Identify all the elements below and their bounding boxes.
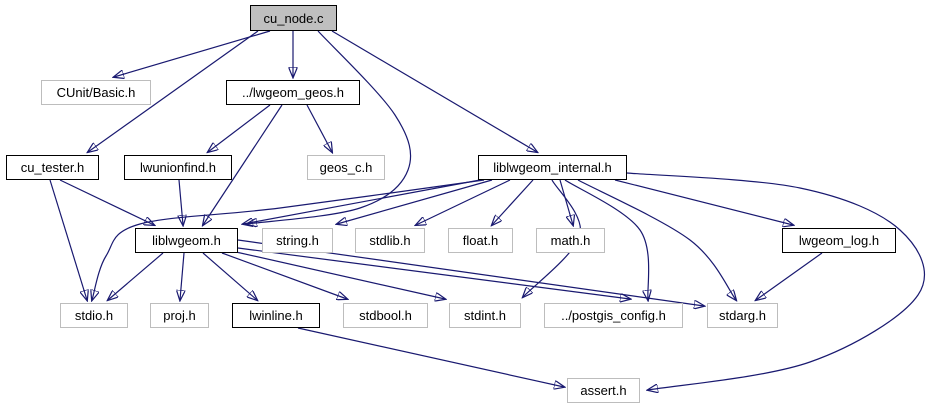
edge-liblwgeom_h-to-stdio_h — [108, 252, 164, 300]
node-stdio_h: stdio.h — [60, 303, 128, 328]
edge-cu_node_c-to-liblwgeom_internal_h — [331, 30, 537, 152]
edge-liblwgeom_internal_h-to-stdarg_h — [577, 179, 736, 300]
edge-cu_tester_h-to-stdio_h — [49, 179, 87, 300]
node-math_h: math.h — [536, 228, 605, 253]
edge-liblwgeom_h-to-proj_h — [180, 252, 184, 300]
node-stdbool_h: stdbool.h — [343, 303, 428, 328]
node-proj_h: proj.h — [150, 303, 209, 328]
edge-lwinline_h-to-assert_h — [297, 327, 564, 387]
node-string_h: string.h — [262, 228, 333, 253]
node-lwunionfind_h[interactable]: lwunionfind.h — [124, 155, 232, 180]
node-lwgeom_geos_h[interactable]: ../lwgeom_geos.h — [226, 80, 360, 105]
edge-liblwgeom_internal_h-to-string_h — [337, 179, 493, 224]
edge-liblwgeom_internal_h-to-postgis_config_h — [564, 179, 649, 300]
edge-liblwgeom_internal_h-to-stdlib_h — [416, 179, 511, 225]
node-stdarg_h: stdarg.h — [707, 303, 778, 328]
edge-cu_node_c-to-cunit_basic_h — [114, 30, 271, 77]
node-geos_c_h: geos_c.h — [307, 155, 385, 180]
node-cu_tester_h[interactable]: cu_tester.h — [6, 155, 99, 180]
edge-liblwgeom_h-to-stdbool_h — [221, 252, 347, 299]
edge-liblwgeom_internal_h-to-liblwgeom_h — [243, 179, 481, 224]
edge-lwgeom_log_h-to-stdarg_h — [756, 252, 823, 300]
edge-liblwgeom_internal_h-to-assert_h — [626, 172, 926, 390]
edge-liblwgeom_internal_h-to-stdio_h — [92, 179, 485, 300]
edge-liblwgeom_h-to-stdint_h — [235, 251, 445, 299]
edge-liblwgeom_internal_h-to-float_h — [492, 179, 534, 225]
node-cu_node_c[interactable]: cu_node.c — [250, 5, 337, 31]
node-stdlib_h: stdlib.h — [355, 228, 425, 253]
node-assert_h: assert.h — [567, 378, 640, 403]
node-float_h: float.h — [448, 228, 513, 253]
edge-cu_tester_h-to-liblwgeom_h — [59, 179, 154, 225]
edge-cu_node_c-to-liblwgeom_h — [247, 30, 412, 224]
edge-liblwgeom_internal_h-to-lwgeom_log_h — [614, 179, 793, 225]
node-stdint_h: stdint.h — [449, 303, 521, 328]
node-liblwgeom_internal_h[interactable]: liblwgeom_internal.h — [478, 155, 627, 180]
edge-lwgeom_geos_h-to-liblwgeom_h — [203, 104, 283, 225]
edge-lwgeom_geos_h-to-lwunionfind_h — [208, 104, 271, 152]
node-cunit_basic_h: CUnit/Basic.h — [41, 80, 151, 105]
edge-lwgeom_geos_h-to-geos_c_h — [306, 104, 332, 152]
node-lwgeom_log_h[interactable]: lwgeom_log.h — [782, 228, 896, 253]
edge-cu_node_c-to-cu_tester_h — [88, 30, 259, 152]
node-liblwgeom_h[interactable]: liblwgeom.h — [135, 228, 238, 253]
node-lwinline_h[interactable]: lwinline.h — [232, 303, 320, 328]
node-postgis_config_h: ../postgis_config.h — [544, 303, 683, 328]
edge-liblwgeom_h-to-lwinline_h — [202, 252, 257, 300]
edge-liblwgeom_internal_h-to-math_h — [559, 179, 573, 225]
edge-liblwgeom_h-to-postgis_config_h — [237, 247, 630, 299]
